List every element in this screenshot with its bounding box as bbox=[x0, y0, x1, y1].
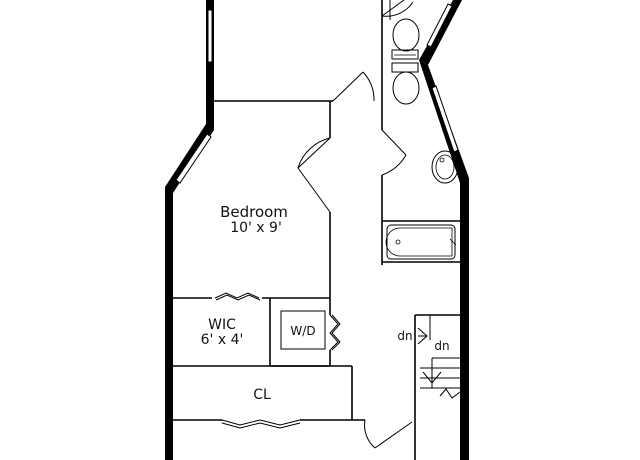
windows bbox=[175, 3, 459, 184]
sink bbox=[431, 150, 459, 184]
toilet-top bbox=[391, 18, 420, 60]
window-left-diagonal bbox=[175, 133, 212, 184]
stair-label-2: dn bbox=[434, 339, 449, 353]
stair-label-1: dn bbox=[397, 329, 412, 343]
laundry-box bbox=[280, 310, 326, 350]
stairs bbox=[417, 315, 461, 399]
bedroom-name: Bedroom bbox=[220, 203, 288, 221]
bedroom-dims: 10' x 9' bbox=[230, 220, 282, 236]
room-labels: Bedroom 10' x 9' WIC 6' x 4' CL W/D dn d… bbox=[201, 203, 450, 403]
doors bbox=[214, 0, 414, 449]
window-top-left bbox=[207, 9, 213, 63]
window-top-right bbox=[426, 3, 453, 48]
wic-dims: 6' x 4' bbox=[201, 332, 244, 348]
bathtub bbox=[385, 224, 457, 260]
bath-fixtures bbox=[385, 0, 459, 260]
laundry-name: W/D bbox=[290, 324, 315, 338]
closet-name: CL bbox=[253, 387, 271, 403]
interior-walls bbox=[173, 0, 460, 460]
toilet-bottom bbox=[391, 62, 420, 105]
wic-name: WIC bbox=[208, 317, 236, 333]
window-right-diagonal bbox=[431, 85, 459, 153]
exterior-walls bbox=[165, 0, 469, 460]
